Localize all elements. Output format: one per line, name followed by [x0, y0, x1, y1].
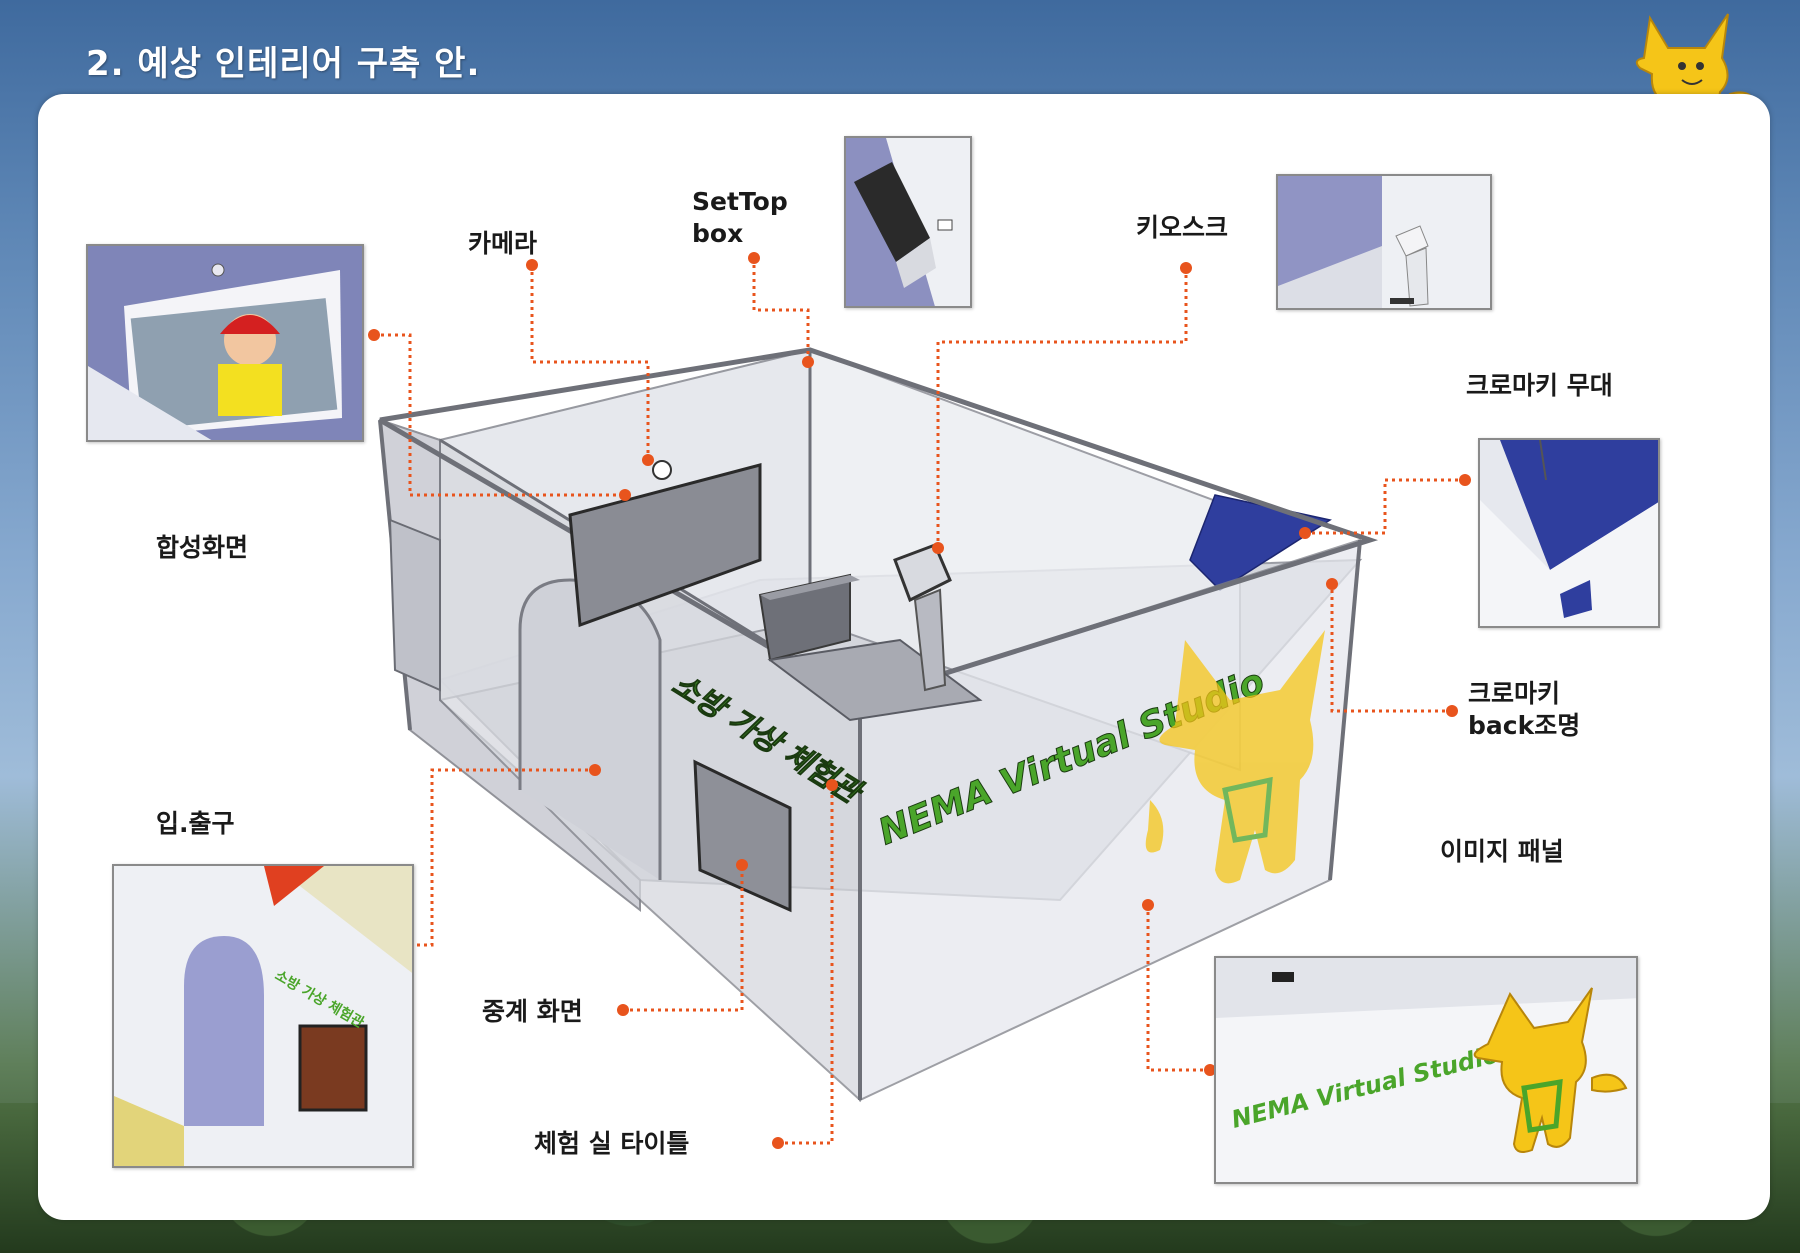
callout-dot-settop [748, 252, 760, 264]
chroma-stage-photo [1478, 438, 1660, 628]
callout-dot-composite-end [619, 489, 631, 501]
callout-dot-image-panel [1204, 1064, 1216, 1076]
image-panel-photo: NEMA Virtual Studio [1214, 956, 1638, 1184]
callout-dot-relay-end [736, 859, 748, 871]
chroma-stage-photo-art [1480, 440, 1658, 626]
callout-dot-entrance [589, 764, 601, 776]
callout-dot-kiosk [1180, 262, 1192, 274]
callout-dot-composite [368, 329, 380, 341]
callout-dot-room-title [772, 1137, 784, 1149]
entrance-photo: 소방 가상 체험관 [112, 864, 414, 1168]
label-composite: 합성화면 [156, 533, 249, 562]
callout-dot-kiosk-end [932, 542, 944, 554]
entrance-photo-art: 소방 가상 체험관 [114, 866, 412, 1166]
composite-photo-art [88, 246, 362, 440]
image-panel-photo-art: NEMA Virtual Studio [1216, 958, 1636, 1182]
label-camera: 카메라 [468, 229, 538, 258]
settop-photo-art [846, 138, 970, 306]
label-chroma-light: 크로마키 back조명 [1468, 679, 1581, 740]
label-settop-box: SetTop box [692, 187, 788, 248]
callout-dot-camera-end [642, 454, 654, 466]
callout-dot-room-title-end [826, 779, 838, 791]
label-image-panel: 이미지 패널 [1440, 837, 1564, 866]
callout-dot-settop-end [802, 356, 814, 368]
label-kiosk: 키오스크 [1136, 213, 1229, 242]
label-entrance: 입.출구 [156, 809, 235, 838]
settop-photo [844, 136, 972, 308]
kiosk-photo [1276, 174, 1492, 310]
callout-dot-chroma-light [1446, 705, 1458, 717]
callout-dot-relay [617, 1004, 629, 1016]
callout-dot-chroma-stage-end [1299, 527, 1311, 539]
composite-photo [86, 244, 364, 442]
callout-dot-chroma-stage [1459, 474, 1471, 486]
callout-dot-image-panel-end [1142, 899, 1154, 911]
label-relay-screen: 중계 화면 [482, 997, 583, 1026]
callout-dot-camera [526, 259, 538, 271]
callout-dot-chroma-light-end [1326, 578, 1338, 590]
kiosk-photo-art [1278, 176, 1490, 308]
label-chroma-stage: 크로마키 무대 [1466, 371, 1613, 400]
label-room-title: 체험 실 타이틀 [534, 1129, 690, 1158]
page-title: 2. 예상 인테리어 구축 안. [86, 44, 481, 84]
